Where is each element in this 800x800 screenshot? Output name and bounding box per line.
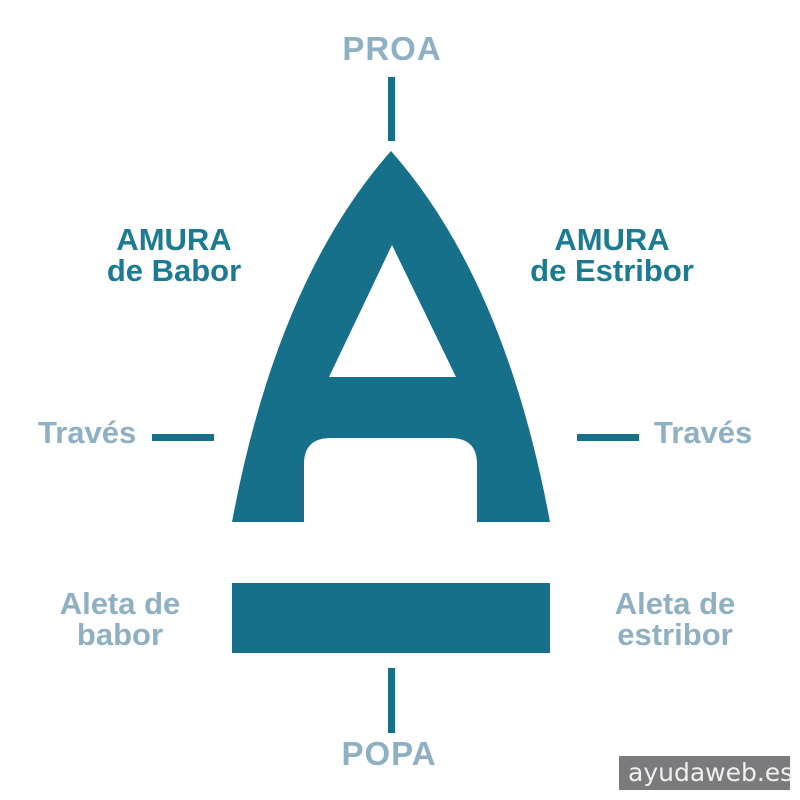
label-popa: POPA [341,735,437,772]
label-aleta-de-babor-line2: babor [76,617,164,652]
stern-bar-shape [232,583,550,653]
traves-left-tick-line [152,434,214,441]
traves-right-tick-line [577,434,639,441]
label-amura-de-babor-line2: de Babor [106,253,242,288]
label-amura-de-estribor-line2: de Estribor [530,253,694,288]
boat-hull-shape [232,151,550,522]
label-amura-de-estribor: AMURA de Estribor [530,224,694,286]
label-amura-de-estribor-line1: AMURA [554,222,670,257]
proa-tick-line [388,77,395,141]
label-aleta-de-estribor-line1: Aleta de [614,586,736,621]
label-aleta-de-estribor: Aleta de estribor [615,588,736,650]
popa-tick-line [388,668,395,733]
label-amura-de-babor-line1: AMURA [116,222,232,257]
label-amura-de-babor: AMURA de Babor [107,224,241,286]
label-traves-right: Través [654,415,753,450]
label-proa: PROA [342,30,442,67]
label-aleta-de-babor: Aleta de babor [60,588,181,650]
label-aleta-de-estribor-line2: estribor [617,617,733,652]
label-aleta-de-babor-line1: Aleta de [59,586,181,621]
watermark-ayudaweb: ayudaweb.es [619,756,793,790]
label-traves-left: Través [38,415,137,450]
